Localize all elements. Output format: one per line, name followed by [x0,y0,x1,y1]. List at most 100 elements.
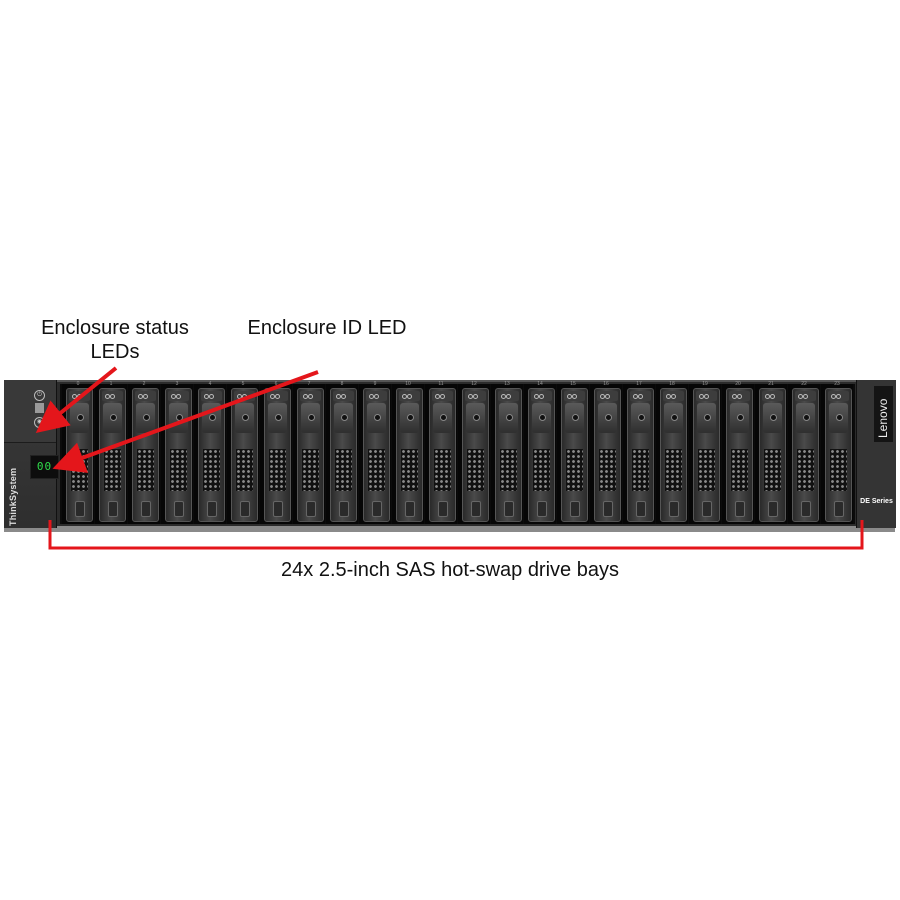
drive-bay: 21 [755,381,787,524]
bay-number: 11 [438,381,444,387]
callout-text: Enclosure status LEDs [41,317,189,363]
vent-grille-icon [797,449,814,491]
release-latch-icon [829,403,848,433]
thinksystem-logo: ThinkSystem [8,467,18,526]
vent-grille-icon [764,449,781,491]
caddy-handle-icon [801,501,811,517]
caddy-handle-icon [504,501,514,517]
drive-activity-led-icon [597,391,618,401]
drive-caddy [561,388,588,522]
drive-caddy [759,388,786,522]
vent-grille-icon [698,449,715,491]
callout-text: 24x 2.5-inch SAS hot-swap drive bays [281,559,619,581]
bay-number: 10 [405,381,411,387]
drive-caddy [429,388,456,522]
caddy-handle-icon [207,501,217,517]
bay-number: 6 [274,381,278,387]
drive-caddy [264,388,291,522]
drive-activity-led-icon [564,391,585,401]
drive-caddy [66,388,93,522]
status-led-panel: ⏻ ◉ [4,380,56,443]
release-latch-icon [730,403,749,433]
caddy-handle-icon [702,501,712,517]
drive-activity-led-icon [531,391,552,401]
drive-caddy [165,388,192,522]
bay-number: 17 [636,381,642,387]
caddy-handle-icon [438,501,448,517]
drive-caddy [627,388,654,522]
vent-grille-icon [137,449,154,491]
bay-number: 18 [669,381,675,387]
drive-activity-led-icon [234,391,255,401]
vent-grille-icon [731,449,748,491]
caddy-handle-icon [405,501,415,517]
vent-grille-icon [203,449,220,491]
caddy-handle-icon [537,501,547,517]
drive-caddy [825,388,852,522]
drive-caddy [462,388,489,522]
drive-activity-led-icon [135,391,156,401]
caddy-handle-icon [306,501,316,517]
power-led-icon: ⏻ [34,390,45,401]
release-latch-icon [565,403,584,433]
release-latch-icon [103,403,122,433]
release-latch-icon [433,403,452,433]
drive-bay: 6 [260,381,292,524]
caddy-handle-icon [471,501,481,517]
release-latch-icon [631,403,650,433]
release-latch-icon [169,403,188,433]
lenovo-logo-text: Lenovo [876,398,890,438]
vent-grille-icon [104,449,121,491]
bay-number: 14 [537,381,543,387]
bay-number: 20 [735,381,741,387]
drive-activity-led-icon [498,391,519,401]
drive-activity-led-icon [696,391,717,401]
release-latch-icon [400,403,419,433]
release-latch-icon [334,403,353,433]
drive-activity-led-icon [729,391,750,401]
drive-bay: 18 [656,381,688,524]
drive-bay: 22 [788,381,820,524]
bay-number: 9 [373,381,377,387]
drive-caddy [693,388,720,522]
drive-caddy [792,388,819,522]
drive-bay: 8 [326,381,358,524]
caddy-handle-icon [339,501,349,517]
drive-bay: 15 [557,381,589,524]
bay-number: 2 [142,381,146,387]
bay-number: 4 [208,381,212,387]
release-latch-icon [598,403,617,433]
drive-caddy [726,388,753,522]
vent-grille-icon [368,449,385,491]
drive-bay: 12 [458,381,490,524]
vent-grille-icon [236,449,253,491]
drive-activity-led-icon [663,391,684,401]
caddy-handle-icon [273,501,283,517]
vent-grille-icon [302,449,319,491]
drive-bay: 11 [425,381,457,524]
vent-grille-icon [566,449,583,491]
release-latch-icon [136,403,155,433]
drive-bay: 4 [194,381,226,524]
drive-activity-led-icon [333,391,354,401]
release-latch-icon [466,403,485,433]
drive-activity-led-icon [267,391,288,401]
vent-grille-icon [467,449,484,491]
drive-bay: 10 [392,381,424,524]
caddy-handle-icon [75,501,85,517]
drive-activity-led-icon [399,391,420,401]
caddy-handle-icon [372,501,382,517]
vent-grille-icon [269,449,286,491]
caddy-handle-icon [603,501,613,517]
drive-activity-led-icon [201,391,222,401]
drive-caddy [495,388,522,522]
drive-activity-led-icon [69,391,90,401]
bay-number: 7 [307,381,311,387]
drive-activity-led-icon [432,391,453,401]
drive-caddy [198,388,225,522]
bay-number: 12 [471,381,477,387]
drive-activity-led-icon [102,391,123,401]
vent-grille-icon [434,449,451,491]
vent-grille-icon [500,449,517,491]
